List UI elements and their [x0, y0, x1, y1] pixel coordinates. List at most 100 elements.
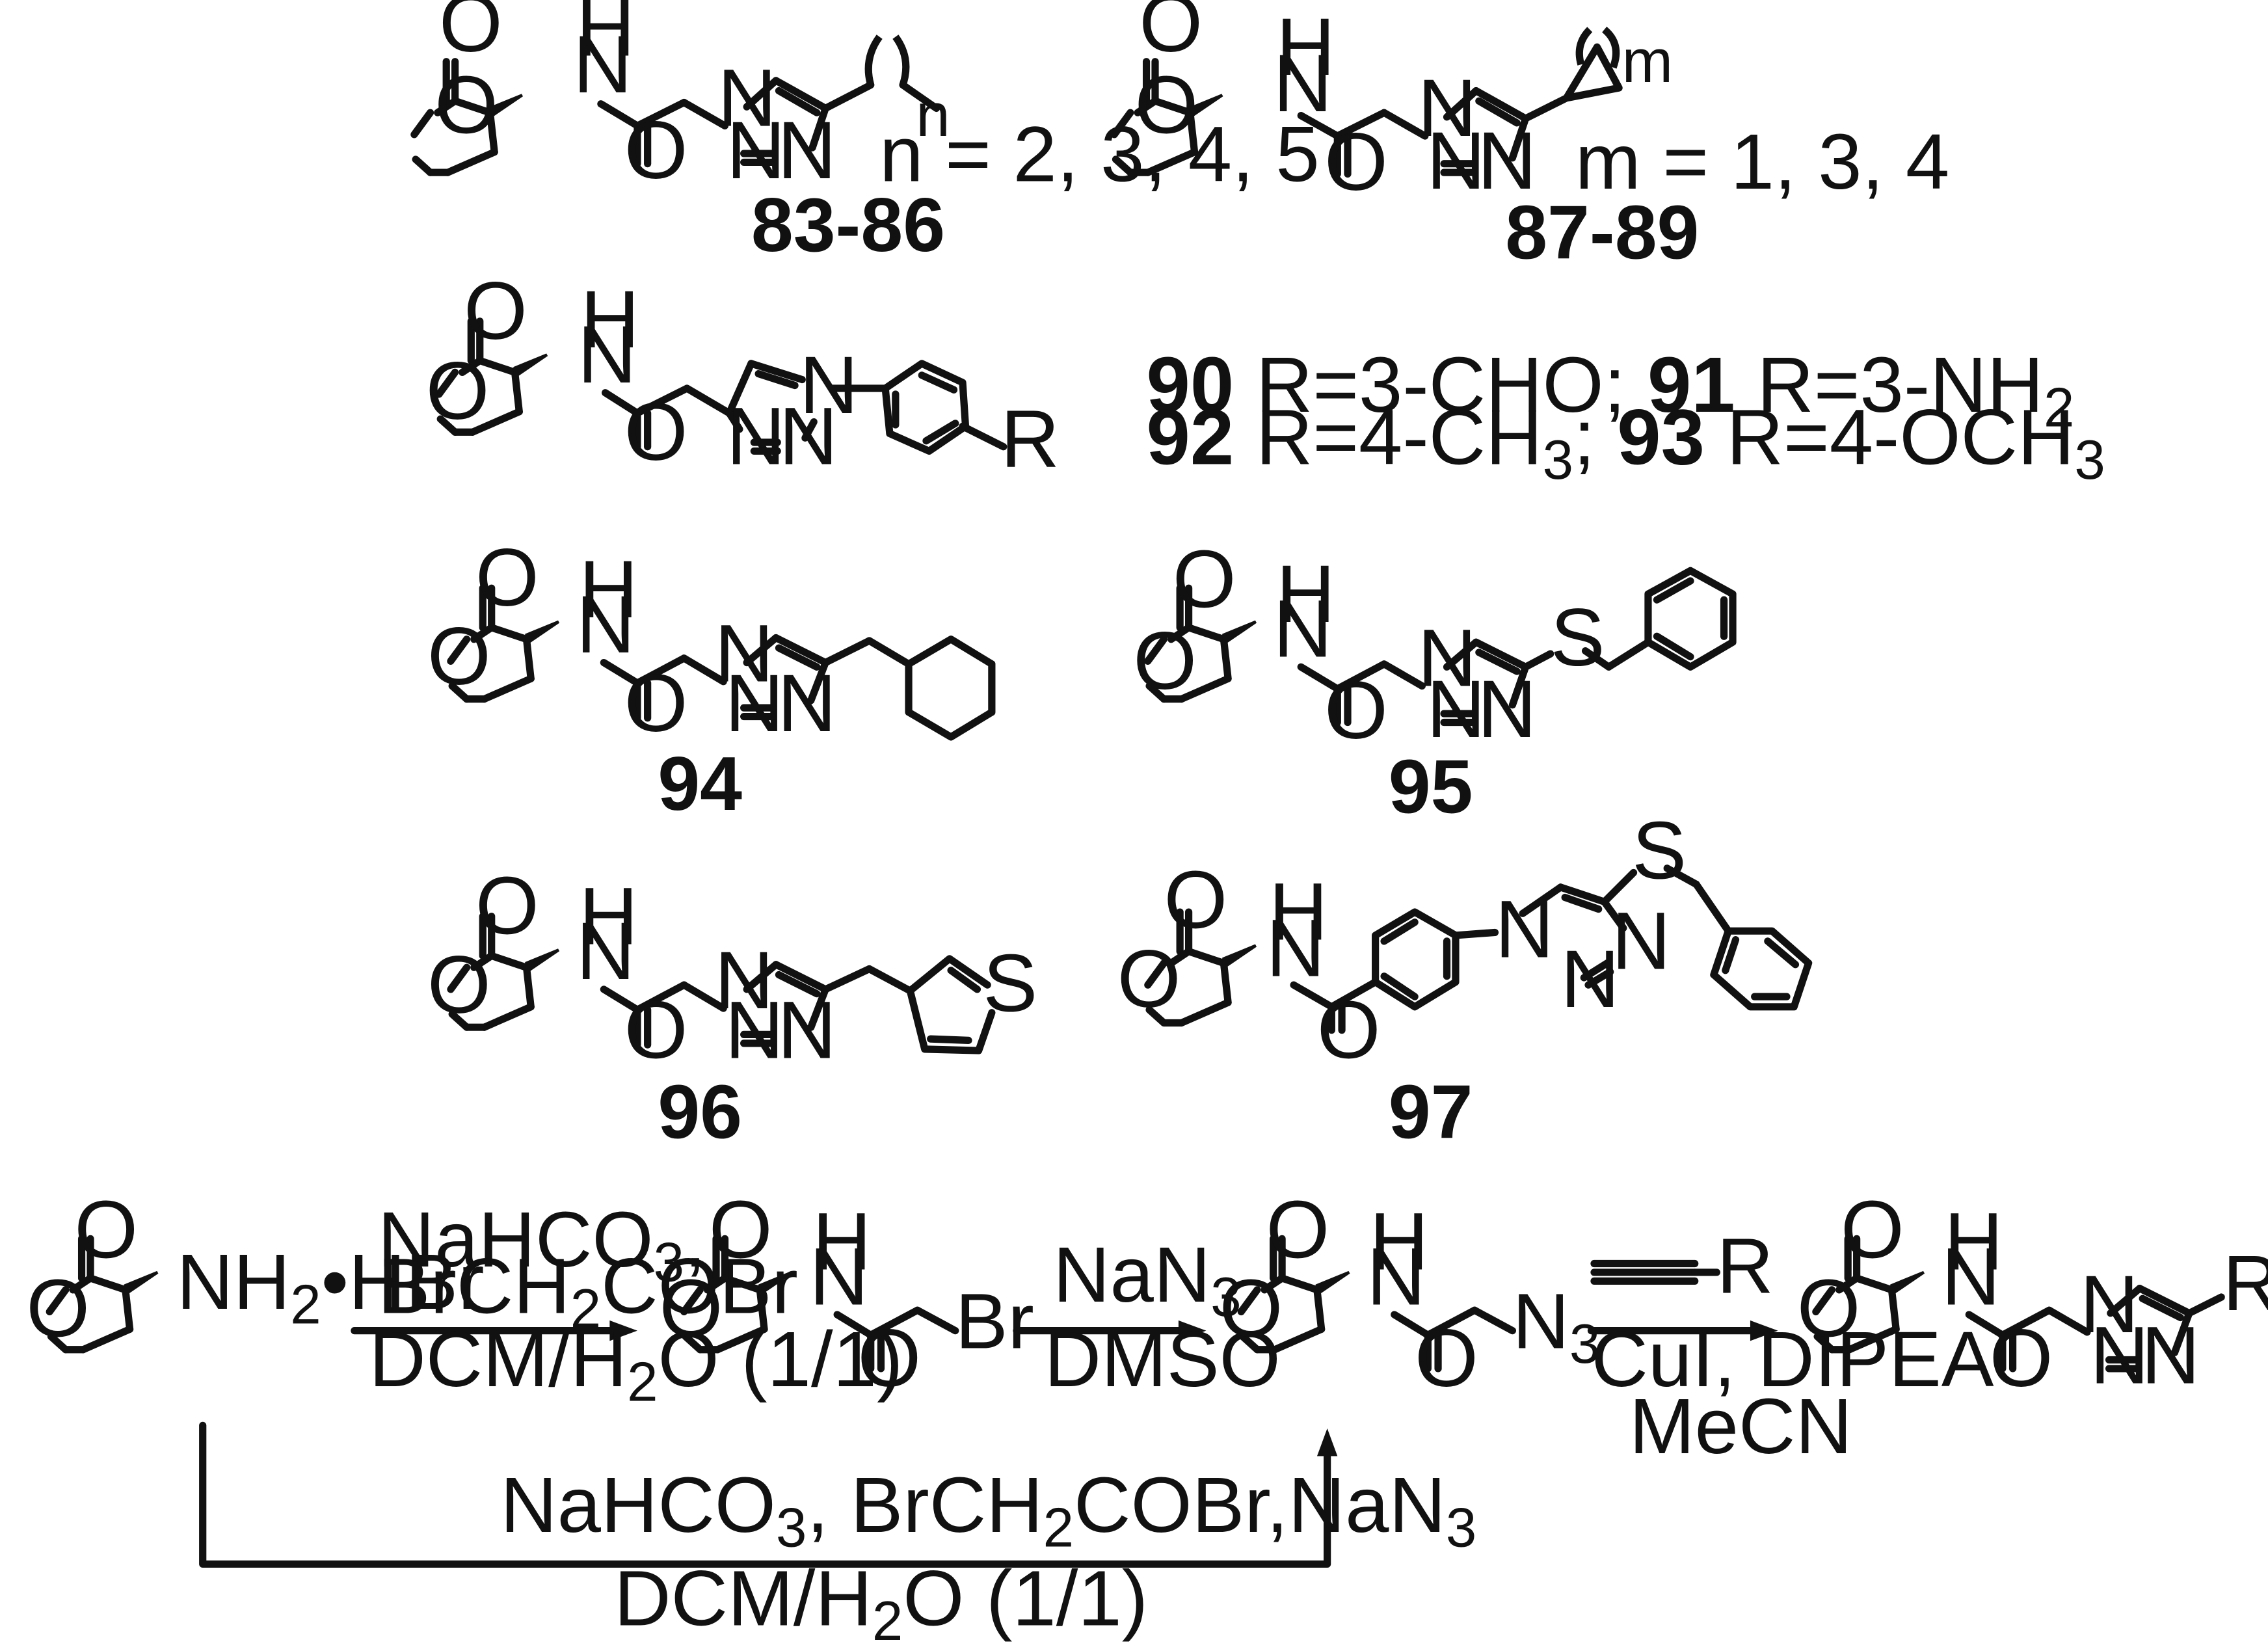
carbonyl-oxygen: O — [1266, 1184, 1329, 1276]
carbonyl-oxygen: O — [475, 531, 539, 623]
onepot-solvent: DCM/H2O (1/1) — [614, 1554, 1148, 1649]
sulfur-atom: S — [1632, 804, 1687, 896]
triazole-n3: N — [1612, 895, 1671, 987]
compound-87-89: O O N H O N N N m m = 1, 3, 4 87-89 — [1114, 0, 1949, 275]
r-90: R=3-CHO; — [1234, 340, 1648, 429]
carbonyl-oxygen: O — [1139, 0, 1203, 69]
ring-oxygen: O — [1797, 1263, 1861, 1354]
amide-oxygen: O — [624, 657, 688, 749]
ring-oxygen: O — [427, 939, 491, 1030]
triazole-n1: N — [717, 51, 777, 143]
amide-hydrogen: H — [1269, 866, 1328, 958]
amide-nitrogen: N — [576, 905, 635, 997]
amide-hydrogen: H — [576, 0, 635, 74]
amide-nitrogen: N — [578, 308, 637, 400]
triazole-n3: N — [777, 984, 836, 1075]
carbonyl-oxygen: O — [439, 0, 503, 69]
amide-hydrogen: H — [812, 1195, 872, 1287]
triazole-n2: N — [1560, 933, 1620, 1025]
salt-hbr: •HBr — [321, 1237, 485, 1326]
step2-arrow: NaN3 DMSO — [1013, 1230, 1281, 1403]
r-93: R=4-OCH — [1705, 393, 2075, 481]
label-83-86: 83-86 — [751, 182, 945, 267]
amide-nitrogen: N — [1941, 1230, 2001, 1322]
label-94: 94 — [658, 741, 742, 826]
triazole-n3: N — [1478, 114, 1537, 206]
step2-solvent: DMSO — [1045, 1315, 1281, 1403]
ring-oxygen: O — [1220, 1263, 1283, 1354]
amide-nitrogen: N — [1274, 583, 1333, 675]
r-93-sub: 3 — [2074, 429, 2105, 491]
compound-94: O O N H O N N N 94 — [427, 531, 996, 826]
ring-oxygen: O — [660, 1263, 723, 1354]
r-91-sub: 2 — [2044, 377, 2074, 438]
ammonium-salt: NH2•HBr — [176, 1237, 484, 1335]
azidoacetamide-intermediate: O O N H O N3 — [1220, 1184, 1601, 1404]
ring-oxygen: O — [1117, 933, 1181, 1025]
azide-group: N3 — [1512, 1277, 1600, 1375]
step1-reagent-1: NaHCO3, — [378, 1195, 706, 1293]
triazole-n1: N — [1418, 62, 1477, 154]
bromine-atom: Br — [955, 1277, 1034, 1365]
amide-nitrogen: N — [810, 1230, 869, 1322]
r-92: R=4-CH — [1234, 393, 1542, 481]
ring-oxygen: O — [426, 345, 490, 436]
compound-90-93: O O N H O N N N R 90 R=3-CHO; 91 R=3-NH2… — [426, 265, 2105, 491]
onepot-reagents: NaHCO3, BrCH2COBr,NaN3 — [500, 1460, 1476, 1559]
ring-oxygen: O — [434, 59, 498, 151]
label-93: 93 — [1617, 393, 1705, 481]
ring-oxygen: O — [26, 1263, 90, 1354]
carbonyl-oxygen: O — [1841, 1184, 1904, 1276]
reaction-starting-material: O O NH2•HBr — [26, 1184, 484, 1354]
triazole-n2: N — [2090, 1309, 2149, 1401]
line-92-93: 92 R=4-CH3; 93 R=4-OCH3 — [1147, 393, 2105, 491]
label-97: 97 — [1389, 1069, 1473, 1155]
triazole-n3: N — [777, 104, 836, 196]
triazole-n1: N — [2080, 1258, 2139, 1350]
ring-oxygen: O — [1135, 59, 1199, 151]
r-91: R=3-NH — [1735, 340, 2044, 429]
salt-nh: NH — [176, 1237, 290, 1326]
step1-solvent: DCM/H2O (1/1) — [369, 1315, 903, 1413]
thiophene-sulfur: S — [983, 937, 1037, 1029]
amide-oxygen: O — [1415, 1312, 1478, 1404]
carbonyl-oxygen: O — [74, 1184, 138, 1276]
amide-nitrogen: N — [1367, 1230, 1426, 1322]
amide-hydrogen: H — [1276, 1, 1335, 92]
compound-96: O O N H O N N N S 96 — [427, 860, 1037, 1155]
amide-hydrogen: H — [1944, 1195, 2003, 1287]
amide-oxygen: O — [624, 104, 688, 196]
amide-hydrogen: H — [579, 870, 638, 961]
substituent-r: R — [1000, 393, 1060, 485]
amide-hydrogen: H — [1276, 548, 1335, 639]
ring-oxygen: O — [1133, 615, 1197, 706]
label-92: 92 — [1147, 393, 1234, 481]
triazole-n2: N — [1426, 663, 1486, 755]
product-r: R — [2222, 1239, 2268, 1327]
note-87-89: m = 1, 3, 4 — [1575, 117, 1949, 206]
salt-sub: 2 — [290, 1274, 321, 1335]
amide-oxygen: O — [1324, 116, 1388, 208]
compound-83-86: O O N H O N N N n n = 2, 3, 4, 5 83-86 — [414, 0, 1320, 267]
label-91: 91 — [1648, 340, 1735, 429]
step3-catalyst: CuI, DIPEA — [1592, 1315, 1994, 1403]
triazole-n3: N — [2141, 1309, 2200, 1401]
amide-oxygen: O — [624, 984, 688, 1075]
line-90-91: 90 R=3-CHO; 91 R=3-NH2 — [1147, 340, 2075, 438]
step3-solvent: MeCN — [1629, 1382, 1852, 1470]
triazole-n1: N — [715, 934, 774, 1026]
amide-nitrogen: N — [1266, 902, 1325, 994]
alkyne-r: R — [1716, 1221, 1773, 1309]
triazole-n1: N — [1418, 611, 1477, 703]
label-96: 96 — [658, 1069, 742, 1155]
amide-oxygen: O — [1324, 664, 1388, 756]
compound-97: O O N H O N N N S 97 — [1117, 804, 1813, 1155]
step1-arrow: NaHCO3, BrCH2COBr DCM/H2O (1/1) — [351, 1195, 903, 1413]
amide-oxygen: O — [1990, 1312, 2053, 1404]
carbonyl-oxygen: O — [709, 1184, 773, 1276]
amide-nitrogen: N — [573, 18, 632, 110]
triazole-n1: N — [715, 608, 774, 699]
label-90: 90 — [1147, 340, 1234, 429]
label-95: 95 — [1389, 744, 1473, 829]
